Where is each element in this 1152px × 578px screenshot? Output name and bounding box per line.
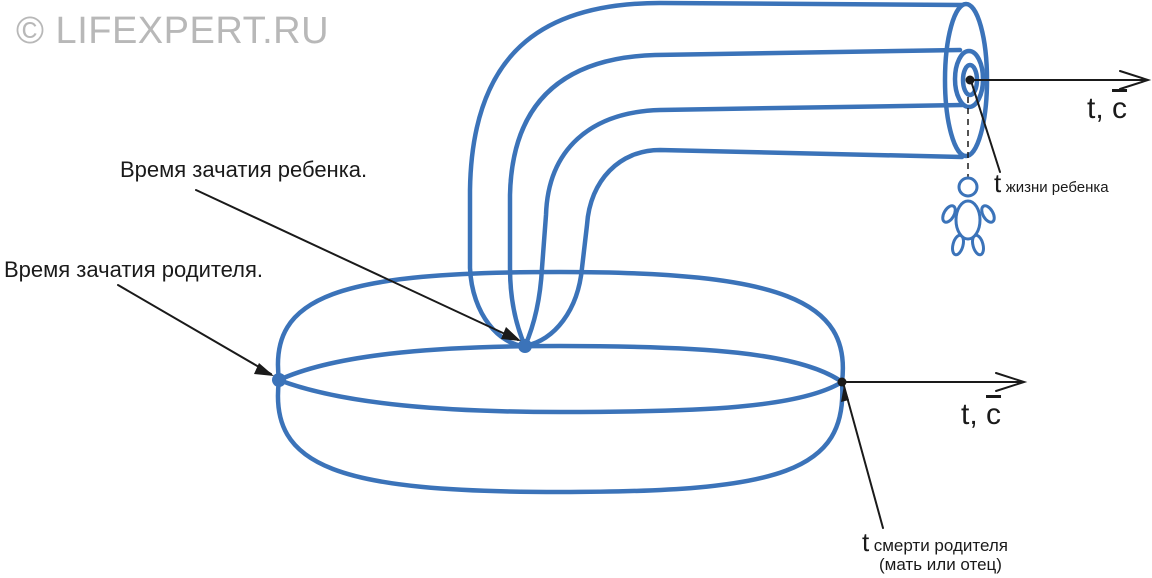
parent-tube-lower-seam <box>276 377 845 415</box>
parent-tube-outline <box>275 269 846 495</box>
parent-tube-upper-seam <box>276 343 845 385</box>
bottom-axis-label: t, c <box>961 398 1001 432</box>
child-life-leader <box>971 83 1001 173</box>
parent-conception-label: Время зачатия родителя. <box>4 257 264 282</box>
bottom-axis-arrowhead <box>995 372 1028 392</box>
child-life-text: жизни ребенка <box>1005 179 1109 196</box>
parent-death-label: t смерти родителя(мать или отец) <box>862 527 1008 574</box>
top-axis-label: t, c <box>1087 92 1127 126</box>
parent-conception-leader-arrowhead <box>254 363 274 376</box>
child-conception-leader <box>195 189 519 341</box>
child-conception-label: Время зачатия ребенка. <box>120 157 368 182</box>
child-conception-point <box>518 339 532 353</box>
parent-death-text: смерти родителя <box>873 536 1008 555</box>
axis-c-symbol: c <box>986 398 1002 431</box>
parent-death-subtext: (мать или отец) <box>879 555 1002 574</box>
child-tube-third-line <box>522 102 965 349</box>
child-tube-inner-bottom <box>522 147 965 349</box>
parent-conception-leader <box>117 284 272 375</box>
child-life-label: t жизни ребенка <box>994 168 1109 199</box>
watermark: © LIFEXPERT.RU <box>16 10 330 52</box>
child-tube-second-line <box>507 47 963 349</box>
child-conception-leader-arrowhead <box>501 327 521 341</box>
parent-death-leader <box>843 385 884 529</box>
axis-t-symbol: t, <box>961 398 978 431</box>
t-letter: t <box>862 527 870 557</box>
parent-conception-point <box>272 373 286 387</box>
axis-t-symbol: t, <box>1087 92 1104 125</box>
axis-c-symbol: c <box>1112 92 1128 125</box>
parent-death-leader-arrowhead <box>841 385 849 402</box>
t-letter: t <box>994 168 1002 198</box>
top-axis-arrowhead <box>1119 70 1152 90</box>
child-figure-icon <box>941 176 996 257</box>
